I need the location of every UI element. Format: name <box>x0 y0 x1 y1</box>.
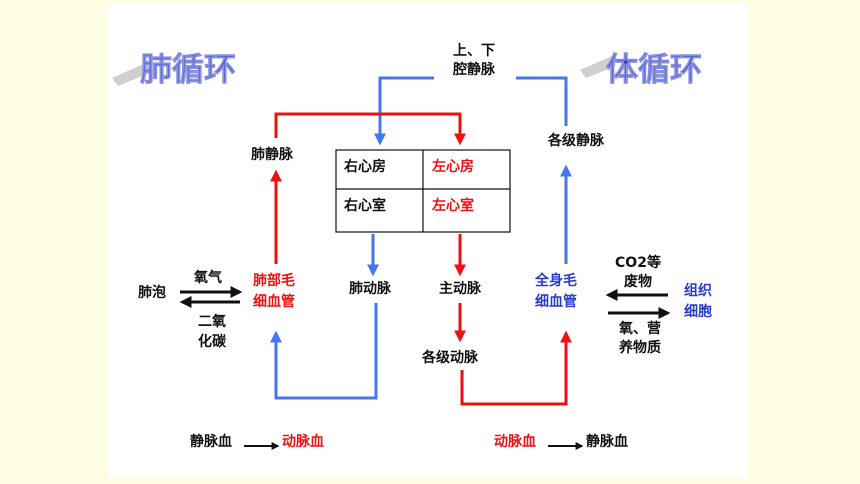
label-alveoli: 肺泡 <box>138 284 166 301</box>
line-veins-to-venacava <box>516 76 568 126</box>
heart-left-atrium: 左心房 <box>431 158 474 175</box>
label-nutrients-1: 氧、营 <box>618 320 661 337</box>
label-arterial-blood-1: 动脉血 <box>282 433 324 450</box>
title-pulmonary: 肺循环 <box>140 50 236 88</box>
label-aorta: 主动脉 <box>439 280 482 297</box>
label-nutrients-2: 养物质 <box>618 339 661 356</box>
arrow-pulmonary-artery-to-lung-capillaries <box>270 303 378 400</box>
label-tissue-cells-2: 细胞 <box>684 303 712 320</box>
label-vena-cava-2: 腔静脉 <box>452 61 496 78</box>
label-venous-blood-1: 静脉血 <box>190 433 232 450</box>
label-tissue-cells-1: 组织 <box>684 282 712 299</box>
label-body-capillaries-1: 全身毛 <box>534 272 577 289</box>
label-systemic-veins: 各级静脉 <box>547 132 605 149</box>
label-venous-blood-2: 静脉血 <box>586 433 628 450</box>
label-body-capillaries-2: 细血管 <box>535 293 577 310</box>
label-pulmonary-vein: 肺静脉 <box>251 146 294 163</box>
arrow-pulmonary-vein-to-left-atrium <box>274 112 466 146</box>
arrow-venacava-to-right-atrium <box>374 76 434 146</box>
diagram-panel <box>108 4 748 478</box>
label-lung-capillaries-1: 肺部毛 <box>253 272 295 289</box>
heart-left-ventricle: 左心室 <box>431 197 474 214</box>
arrow-arteries-to-body-capillaries <box>460 330 572 406</box>
label-arterial-blood-2: 动脉血 <box>494 433 536 450</box>
label-co2-1: 二氧 <box>198 313 226 330</box>
title-shadow-systemic <box>580 56 616 78</box>
label-lung-capillaries-2: 细血管 <box>253 293 295 310</box>
label-co2-2: 化碳 <box>198 333 227 350</box>
heart-table <box>335 149 511 233</box>
heart-right-ventricle: 右心室 <box>343 197 386 214</box>
label-waste-2: 废物 <box>624 273 652 290</box>
label-pulmonary-artery: 肺动脉 <box>349 280 392 297</box>
title-shadow-pulmonary <box>112 62 152 86</box>
label-waste-1: CO2等 <box>615 254 661 271</box>
title-systemic: 体循环 <box>606 50 702 88</box>
label-vena-cava-1: 上、下 <box>453 43 495 59</box>
heart-right-atrium: 右心房 <box>343 158 386 175</box>
label-systemic-arteries: 各级动脉 <box>421 349 479 366</box>
label-oxygen: 氧气 <box>193 269 222 286</box>
